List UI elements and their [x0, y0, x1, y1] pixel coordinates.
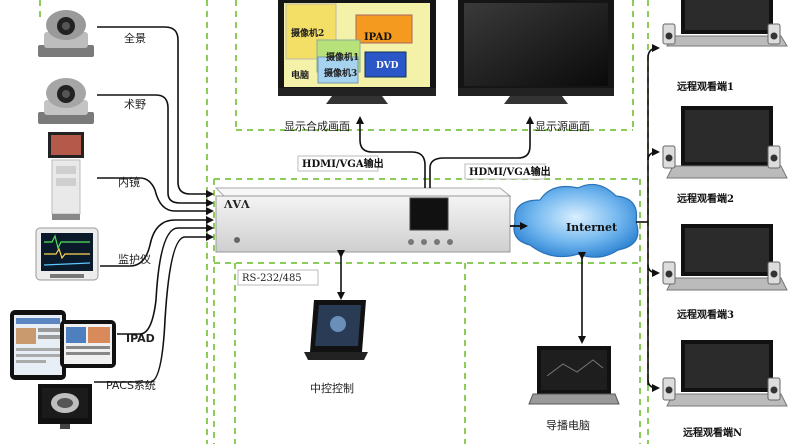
patient-monitor-icon	[35, 227, 99, 281]
source-label-pacs: PACS系统	[106, 379, 156, 392]
pacs-display-icon	[38, 384, 92, 429]
ptz-camera-icon	[38, 78, 94, 124]
window-label-pc: 电脑	[291, 69, 309, 81]
source-label-ipad: IPAD	[126, 332, 155, 345]
hdmi-left-label-box	[297, 155, 379, 172]
source-label-panorama: 全景	[124, 31, 146, 45]
internet-label: Internet	[566, 221, 618, 234]
window-label-dvd: DVD	[376, 61, 399, 71]
remote-viewer-label-n: 远程观看端N	[683, 426, 742, 439]
control-panel-icon	[304, 300, 368, 360]
hdmi-left-label: HDMI/VGA输出	[302, 157, 384, 170]
source-label-endoscope: 内镜	[118, 175, 140, 189]
power-led-icon	[234, 237, 240, 243]
hdmi-right-label-box	[464, 163, 546, 180]
window-dvd	[364, 51, 407, 78]
remote-viewer-2: 远程观看端2	[662, 106, 788, 205]
hdmi-connections	[356, 116, 534, 188]
source-display-caption: 显示源画面	[535, 119, 590, 133]
window-label-camera-3: 摄像机3	[324, 67, 357, 79]
device-buttons	[408, 239, 453, 245]
rs232-label: RS-232/485	[242, 273, 302, 284]
director-laptop-icon	[528, 346, 620, 405]
device-logo: ΛVΛ	[223, 198, 250, 211]
remote-viewer-3: 远程观看端3	[662, 224, 788, 321]
control-panel-caption: 中控控制	[310, 381, 354, 395]
remote-connections	[636, 44, 660, 392]
remote-viewer-label-1: 远程观看端1	[677, 80, 734, 93]
tablet-icon	[10, 310, 116, 380]
endoscope-cart-icon	[48, 132, 84, 220]
source-label-surgical-field: 术野	[124, 98, 146, 111]
rs232-label-box	[237, 269, 319, 286]
composite-display: 摄像机2 IPAD 摄像机1 摄像机3 DVD 电脑 显示合成画面	[278, 0, 436, 133]
window-label-camera-2: 摄像机2	[291, 27, 324, 39]
window-label-ipad: IPAD	[364, 32, 392, 43]
ptz-camera-icon	[38, 10, 94, 57]
internet-cloud: Internet	[513, 183, 639, 258]
source-label-monitor: 监护仪	[118, 252, 151, 266]
director-pc-caption: 导播电脑	[546, 418, 590, 432]
hdmi-right-label: HDMI/VGA输出	[469, 165, 551, 178]
remote-viewer-label-2: 远程观看端2	[677, 192, 734, 205]
video-processing-unit: ΛVΛ	[214, 187, 512, 253]
source-display: 显示源画面	[458, 0, 614, 133]
source-connections	[94, 26, 214, 383]
remote-viewer-1: 远程观看端1	[662, 0, 788, 93]
composite-display-caption: 显示合成画面	[284, 119, 350, 133]
window-ipad	[355, 14, 413, 44]
window-label-camera-1: 摄像机1	[326, 51, 359, 63]
device-display-screen	[409, 197, 449, 231]
window-camera-3	[317, 56, 359, 84]
remote-viewer-n: 远程观看端N	[662, 340, 788, 439]
remote-viewer-label-3: 远程观看端3	[677, 308, 734, 321]
